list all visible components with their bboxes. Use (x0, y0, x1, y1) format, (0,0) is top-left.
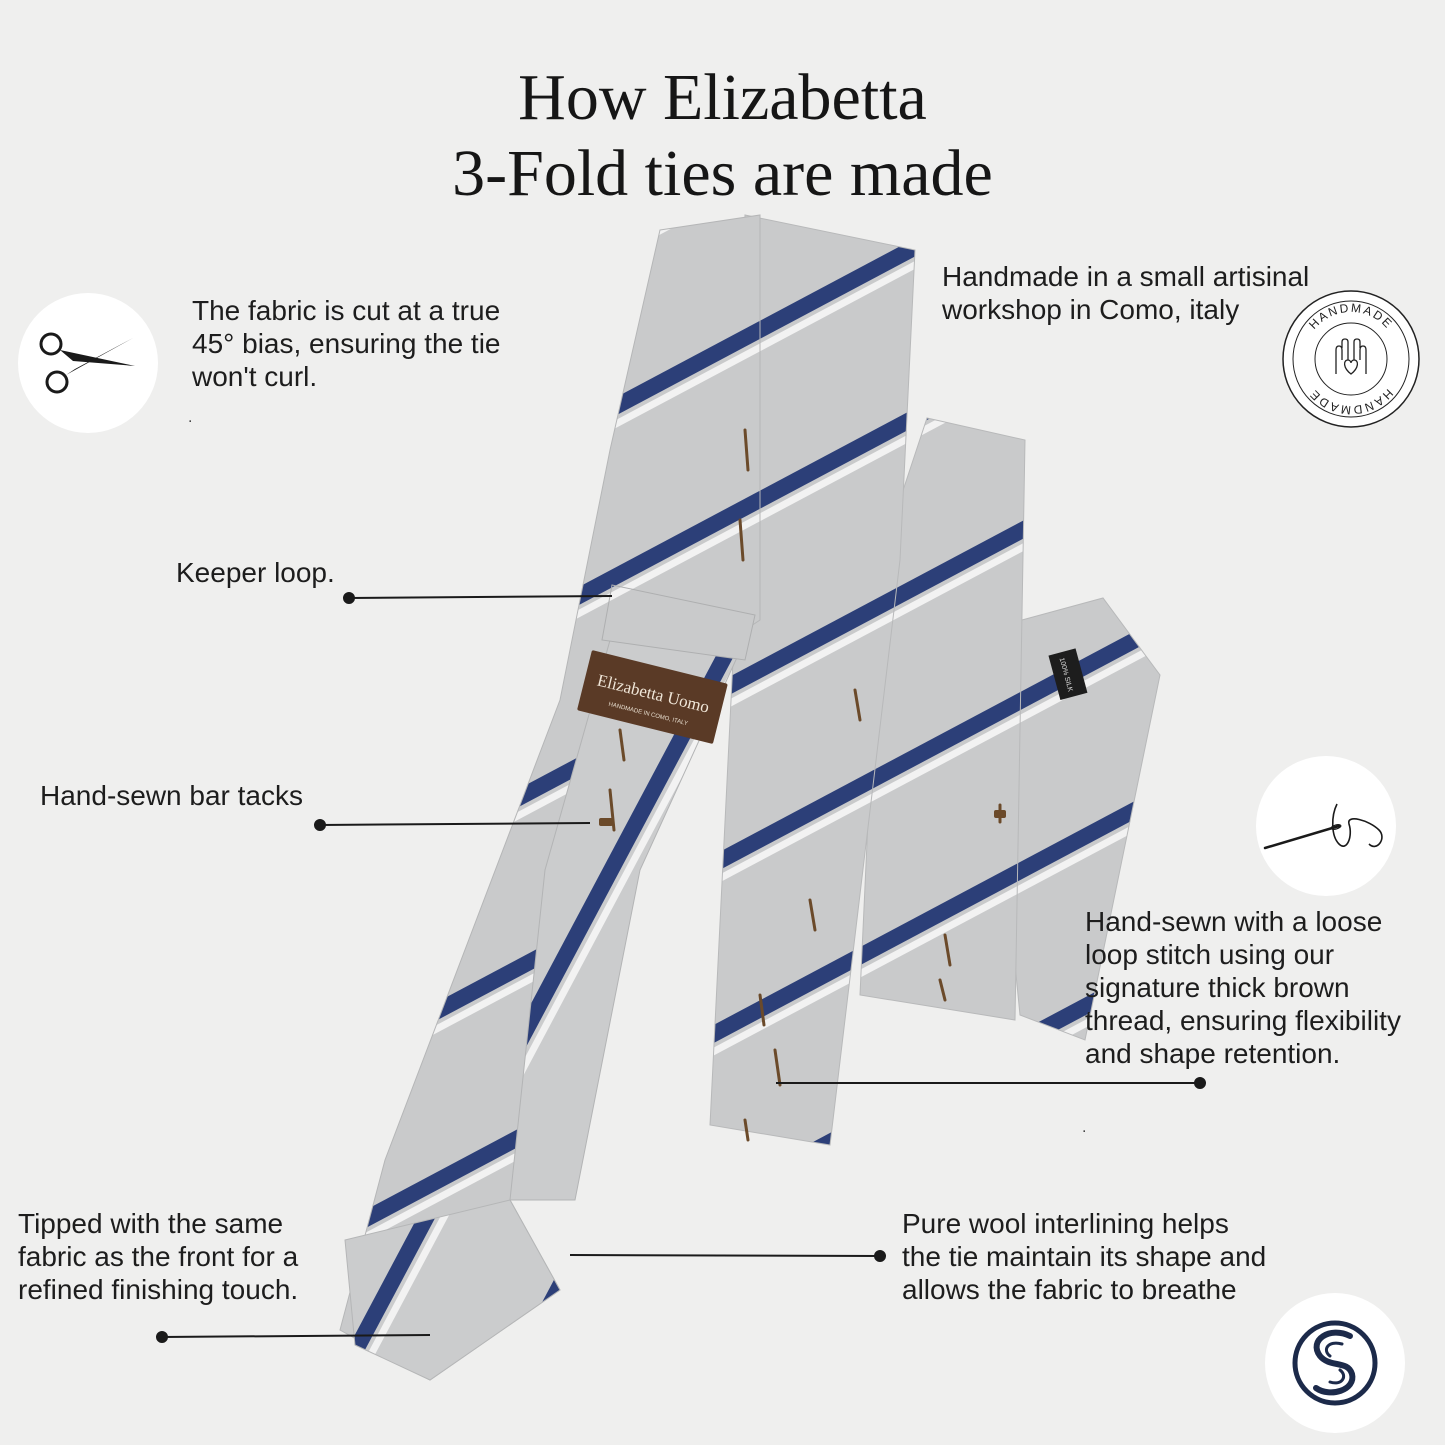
note-keeper-loop: Keeper loop. (176, 557, 335, 588)
title-line-1: How Elizabetta (518, 61, 927, 134)
note-tipped: Tipped with the same fabric as the front… (18, 1208, 299, 1305)
title-line-2: 3-Fold ties are made (452, 137, 993, 210)
stray-dot-2: . (1082, 1119, 1087, 1136)
needle-thread-icon (1263, 803, 1383, 850)
note-fabric-cut: The fabric is cut at a true 45° bias, en… (192, 295, 501, 392)
note-interlining: Pure wool interlining helps the tie main… (902, 1208, 1267, 1305)
loop-stitch-thread (608, 428, 1002, 1142)
handmade-hands-heart-icon: HANDMADE HANDMADE (1282, 290, 1420, 428)
stray-dot-1: . (188, 409, 193, 426)
tie-keeper-loop (601, 584, 756, 661)
note-handmade-workshop: Handmade in a small artisinal workshop i… (942, 261, 1310, 325)
handmade-badge: HANDMADE HANDMADE (1280, 288, 1422, 430)
care-tag: 100% SILK (1048, 648, 1088, 701)
brand-label: Elizabetta Uomo HANDMADE IN COMO, ITALY (577, 650, 728, 744)
wool-logo-circle (1265, 1293, 1405, 1433)
page-title: How Elizabetta 3-Fold ties are made (0, 60, 1445, 212)
needle-icon-circle (1256, 756, 1396, 896)
bar-tack-marks (599, 810, 1006, 826)
wool-s-logo-icon (1292, 1320, 1378, 1406)
note-bar-tacks: Hand-sewn bar tacks (40, 780, 304, 811)
note-loop-stitch: Hand-sewn with a loose loop stitch using… (1085, 906, 1401, 1069)
scissors-icon-circle (18, 293, 158, 433)
scissors-icon (39, 332, 135, 394)
